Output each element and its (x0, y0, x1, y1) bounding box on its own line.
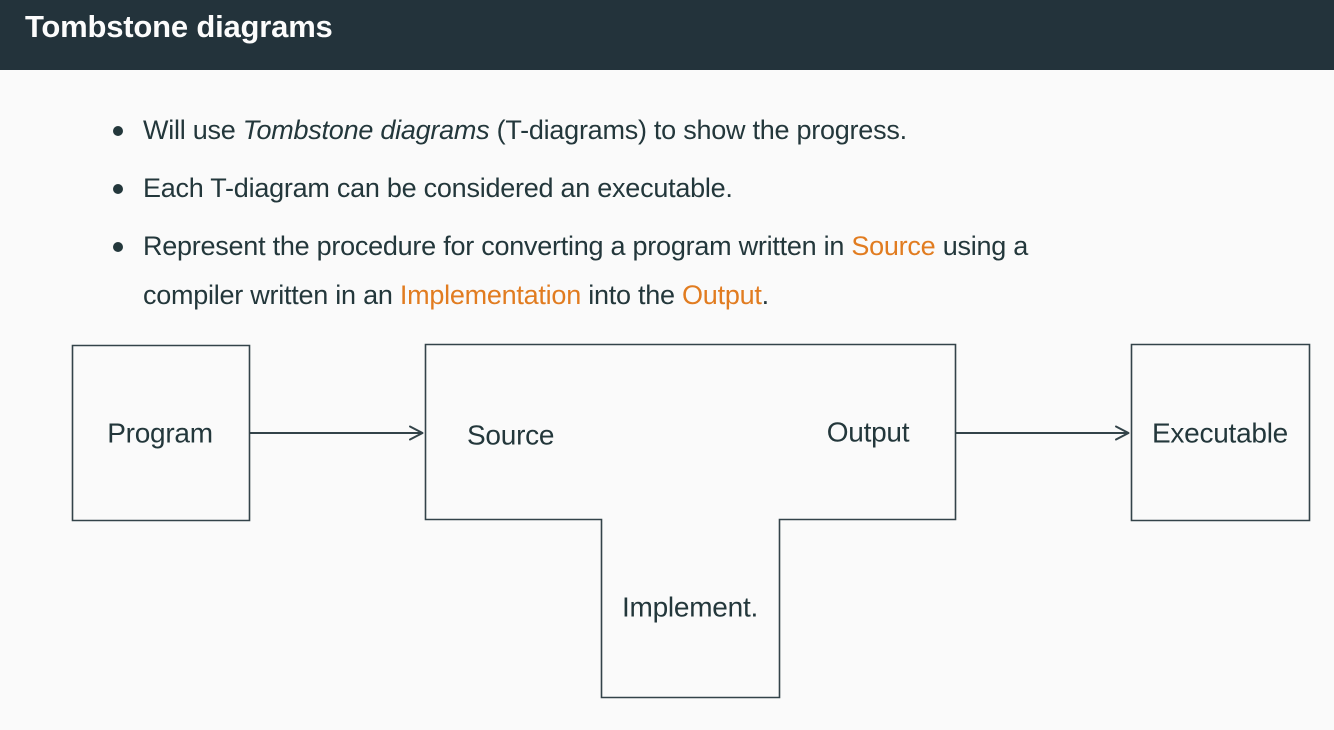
text-segment: using a (935, 231, 1029, 261)
executable-box (1130, 343, 1311, 522)
bullet-item: Each T-diagram can be considered an exec… (111, 164, 1213, 213)
bullet-item: Will use Tombstone diagrams (T-diagrams)… (111, 106, 1213, 155)
output-label: Output (827, 417, 910, 448)
source-label: Source (467, 420, 554, 451)
t-diagram-shape (424, 343, 957, 699)
arrow-output-to-executable-icon (955, 425, 1130, 441)
implementation-label: Implement. (622, 592, 758, 623)
text-segment: Will use (143, 115, 243, 145)
text-segment: compiler written in an (143, 280, 400, 310)
text-segment: . (761, 280, 770, 310)
slide-header: Tombstone diagrams (0, 0, 1334, 70)
slide-title: Tombstone diagrams (25, 9, 333, 44)
text-segment-accent: Output (682, 280, 762, 310)
bullet-list: Will use Tombstone diagrams (T-diagrams)… (111, 106, 1213, 320)
bullet-item: Represent the procedure for converting a… (111, 222, 1213, 320)
text-segment: Represent the procedure for converting a… (143, 231, 852, 261)
text-segment-accent: Source (851, 231, 936, 261)
bullet-icon (113, 184, 123, 194)
executable-label: Executable (1152, 418, 1288, 449)
bullet-icon (113, 242, 123, 252)
text-segment-accent: Implementation (399, 280, 581, 310)
program-label: Program (107, 418, 213, 449)
text-segment: Each T-diagram can be considered an exec… (143, 173, 733, 203)
text-segment-italic: Tombstone diagrams (242, 115, 490, 145)
program-box (71, 344, 251, 522)
text-segment: (T-diagrams) to show the progress. (489, 115, 907, 145)
bullet-icon (113, 126, 123, 136)
arrow-program-to-source-icon (249, 425, 424, 441)
text-segment: into the (580, 280, 683, 310)
